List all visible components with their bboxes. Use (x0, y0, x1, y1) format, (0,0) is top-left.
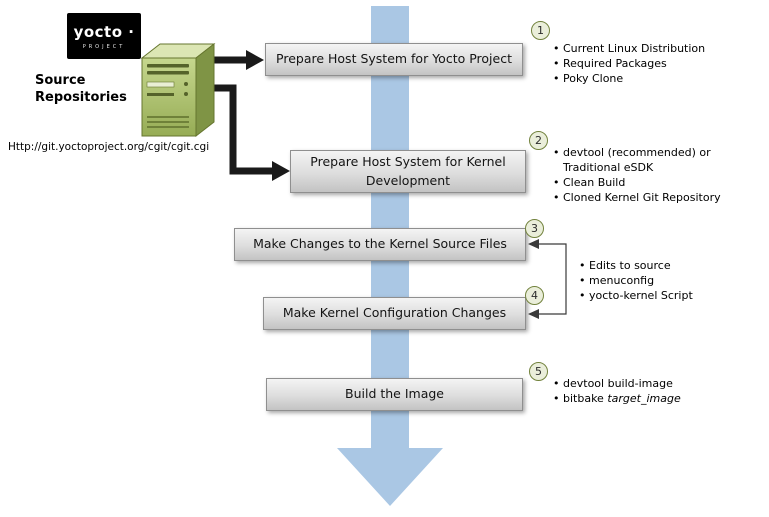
step-2-box: Prepare Host System for Kernel Developme… (290, 150, 526, 193)
source-repositories-label: Source Repositories (35, 73, 127, 105)
step-1-bullets: Current Linux Distribution Required Pack… (552, 41, 757, 86)
step-1-number: 1 (531, 21, 550, 40)
bracket-arrowhead-step3 (528, 239, 539, 249)
bullet-item: Cloned Kernel Git Repository (552, 190, 757, 205)
bullet-item: Required Packages (552, 56, 757, 71)
step-4-box: Make Kernel Configuration Changes (263, 297, 526, 330)
bullet-item: menuconfig (578, 273, 758, 288)
arrow-server-to-step2-head (272, 161, 290, 181)
bullet-item: Current Linux Distribution (552, 41, 757, 56)
repo-url: Http://git.yoctoproject.org/cgit/cgit.cg… (8, 141, 210, 153)
steps-3-4-bullets: Edits to source menuconfig yocto-kernel … (578, 258, 758, 303)
arrow-server-to-step2 (206, 84, 272, 175)
bracket-steps-3-4 (539, 243, 567, 315)
step-1-box: Prepare Host System for Yocto Project (265, 43, 523, 76)
step-3-box: Make Changes to the Kernel Source Files (234, 228, 526, 261)
step-5-box: Build the Image (266, 378, 523, 411)
yocto-wordmark: yocto · (73, 22, 135, 41)
bullet-item: Edits to source (578, 258, 758, 273)
yocto-project-subtext: PROJECT (82, 43, 126, 50)
bullet-item: devtool (recommended) or Traditional eSD… (552, 145, 757, 175)
bullet-item: bitbake target_image (552, 391, 757, 406)
bullet-text: bitbake (563, 392, 608, 405)
bullet-item: devtool build-image (552, 376, 757, 391)
bullet-text-italic: target_image (607, 392, 681, 405)
step-2-number: 2 (529, 131, 548, 150)
bracket-arrowhead-step4 (528, 309, 539, 319)
step-5-number: 5 (529, 362, 548, 381)
bullet-item: yocto-kernel Script (578, 288, 758, 303)
arrow-server-to-step1-head (246, 50, 264, 70)
yocto-logo: yocto · PROJECT (67, 13, 141, 59)
step-3-number: 3 (525, 219, 544, 238)
step-5-bullets: devtool build-image bitbake target_image (552, 376, 757, 406)
step-2-bullets: devtool (recommended) or Traditional eSD… (552, 145, 757, 205)
bullet-item: Clean Build (552, 175, 757, 190)
server-icon (140, 42, 216, 138)
bullet-item: Poky Clone (552, 71, 757, 86)
step-4-number: 4 (525, 286, 544, 305)
